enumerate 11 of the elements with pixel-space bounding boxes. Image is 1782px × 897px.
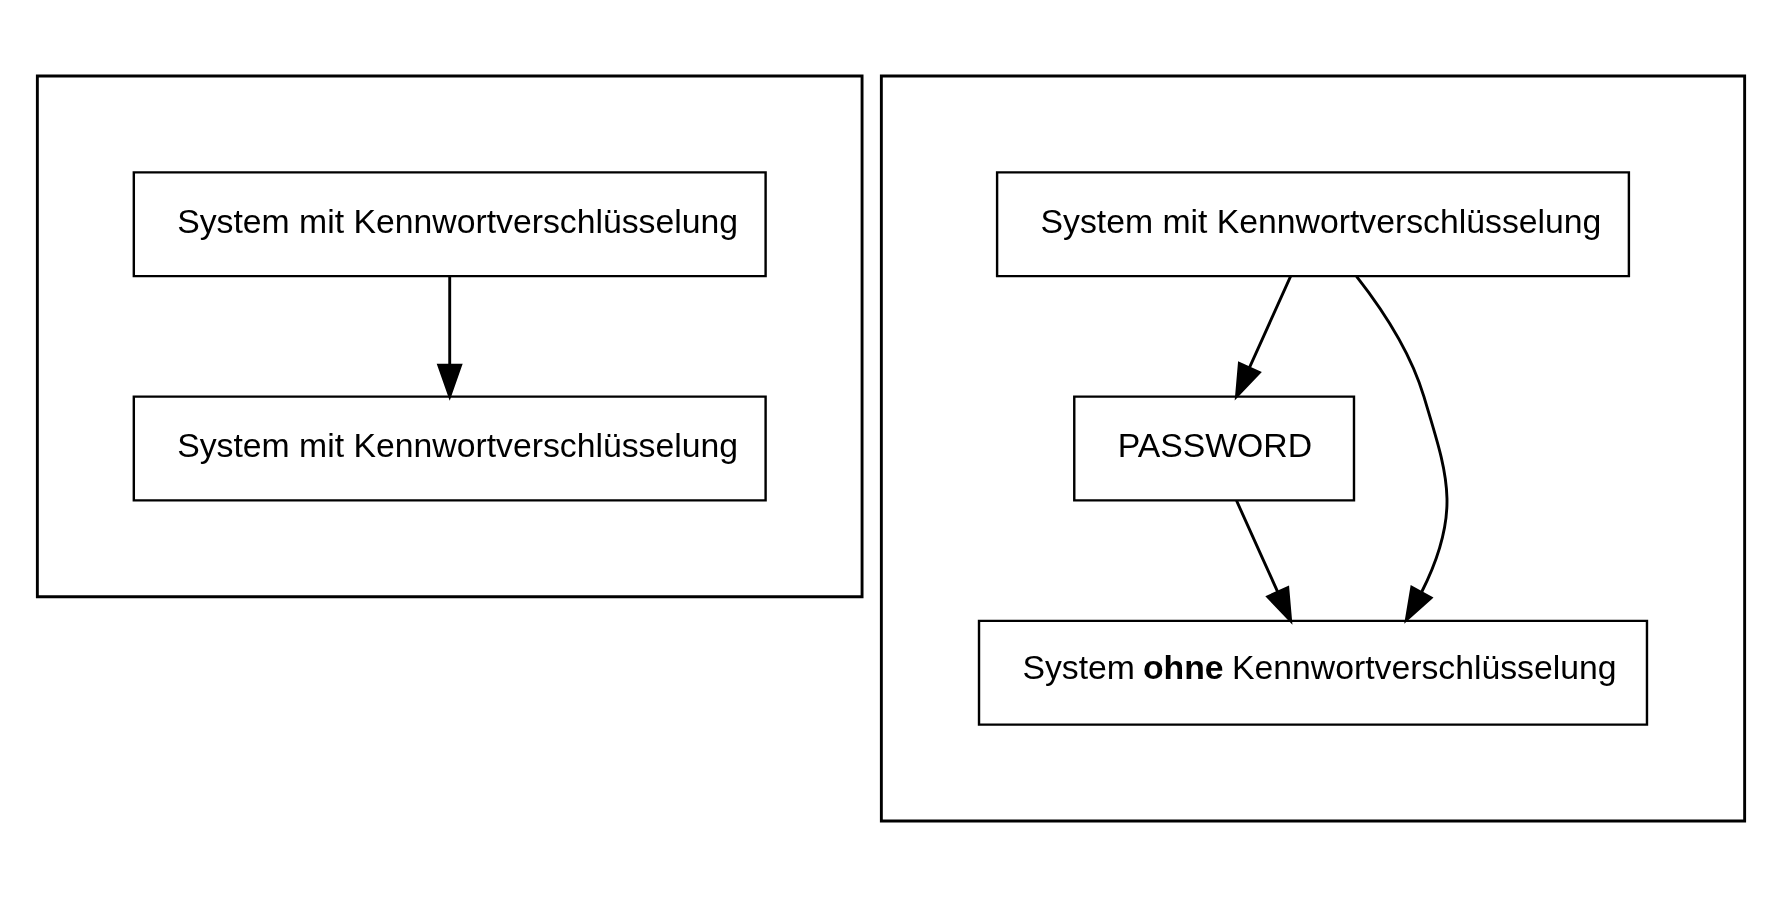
node-box: System mit Kennwortverschlüsselung — [132, 395, 767, 502]
arrow — [1235, 500, 1293, 625]
node-box: PASSWORD — [1073, 395, 1356, 502]
cluster — [879, 74, 1747, 823]
node-box: System mit Kennwortverschlüsselung — [995, 171, 1631, 278]
node-box: System ohne Kennwortverschlüsselung — [977, 619, 1649, 726]
node-box: System mit Kennwortverschlüsselung — [132, 171, 767, 278]
arrow — [436, 276, 463, 401]
arrow — [1355, 275, 1449, 624]
cluster — [35, 74, 864, 599]
arrow — [1234, 275, 1292, 401]
